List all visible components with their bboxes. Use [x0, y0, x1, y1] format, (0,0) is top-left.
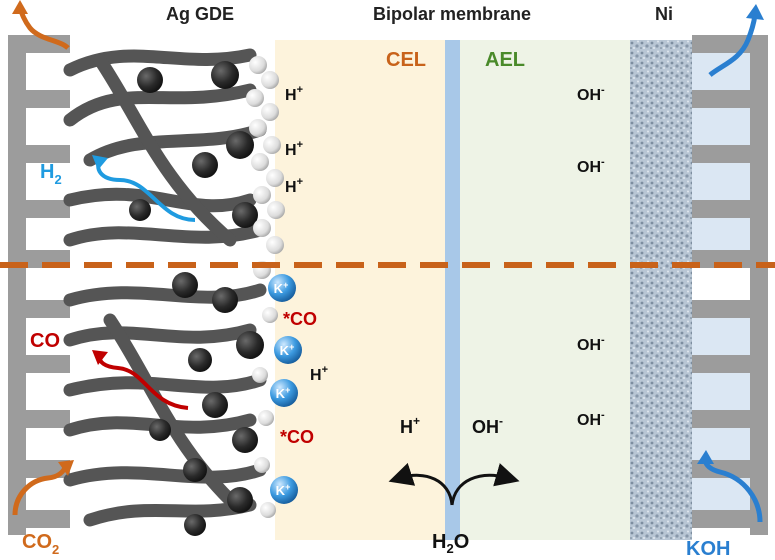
right-outlet-arrowhead: [746, 4, 764, 20]
oh-minus-3: OH-: [577, 334, 605, 354]
h-plus-1: H+: [285, 84, 303, 104]
k-label-3: K+: [276, 385, 291, 401]
cel-label: CEL: [386, 49, 426, 71]
carbon-fibers: [63, 48, 267, 527]
cel-region: [275, 40, 445, 540]
h-plus-4: H+: [310, 364, 328, 384]
co-label: CO: [30, 330, 60, 352]
adsorbed-co-2: *CO: [280, 427, 314, 447]
co2-inlet-arrow: [12, 464, 69, 516]
koh-label: KOH: [686, 538, 730, 560]
k-label-4: K+: [276, 482, 291, 498]
koh-inlet-arrow: [702, 459, 763, 523]
h2o-label: H2O: [432, 531, 469, 556]
right-flow-field: [692, 35, 768, 535]
ag-particles: [129, 61, 264, 536]
oh-minus-1: OH-: [577, 84, 605, 104]
co2-inlet-arrowhead: [58, 460, 74, 476]
left-flow-channels: [26, 53, 70, 510]
k-label-2: K+: [280, 342, 295, 358]
adsorbed-co-1: *CO: [283, 309, 317, 329]
ael-region: [460, 40, 630, 540]
potassium-ions: [268, 274, 302, 504]
h-plus-membrane: H+: [400, 414, 420, 437]
ni-foam-electrode: [630, 40, 692, 540]
h-plus-2: H+: [285, 139, 303, 159]
left-flow-field: [8, 35, 70, 535]
h2-label: H2: [40, 161, 62, 187]
oh-minus-2: OH-: [577, 156, 605, 176]
right-outlet-arrow: [708, 14, 758, 77]
right-flow-channels: [692, 53, 750, 510]
h-plus-3: H+: [285, 176, 303, 196]
co-arrow: [97, 354, 189, 410]
k-ion-3: [270, 379, 298, 407]
oh-minus-4: OH-: [577, 409, 605, 429]
koh-inlet-arrowhead: [697, 450, 714, 464]
k-label-1: K+: [274, 280, 289, 296]
k-ion-2: [274, 336, 302, 364]
h2-arrowhead: [92, 155, 108, 170]
header-ag-gde: Ag GDE: [166, 4, 234, 24]
header-bipolar-membrane: Bipolar membrane: [373, 4, 531, 24]
ionomer-particles: [246, 56, 285, 518]
membrane-junction: [445, 40, 460, 540]
k-ion-1: [268, 274, 296, 302]
header-ni: Ni: [655, 4, 673, 24]
oh-minus-membrane: OH-: [472, 414, 503, 437]
co-arrowhead: [92, 350, 108, 365]
k-ion-4: [270, 476, 298, 504]
co2-label: CO2: [22, 531, 59, 557]
ael-label: AEL: [485, 49, 525, 71]
water-dissociation-arrows: [388, 462, 520, 506]
h2-arrow: [96, 158, 196, 222]
left-outlet-arrowhead: [12, 0, 28, 14]
